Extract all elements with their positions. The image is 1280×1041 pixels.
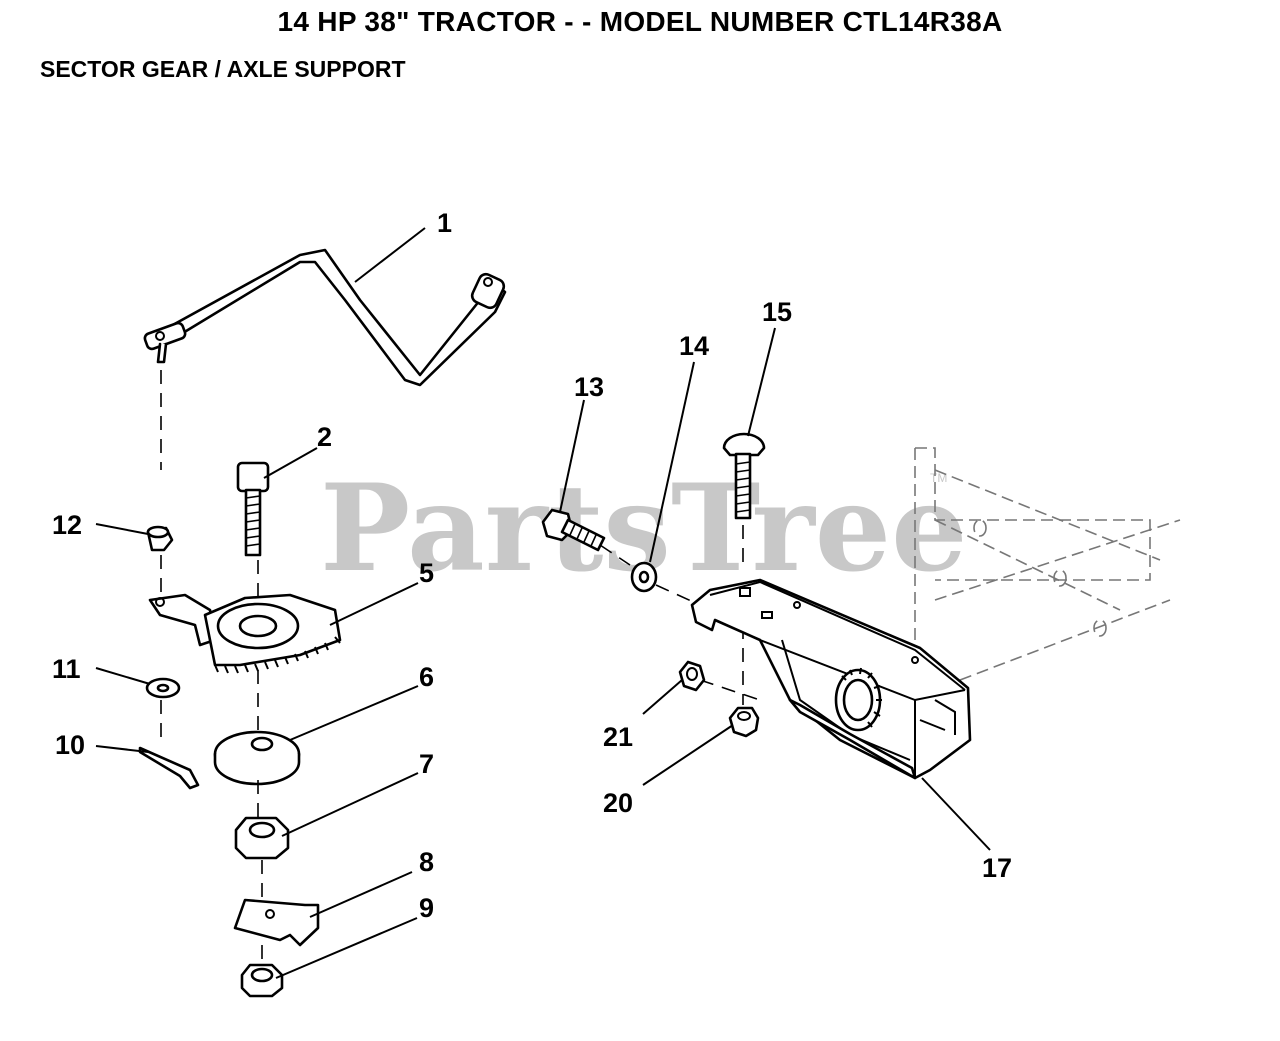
washer-part-14 bbox=[630, 561, 658, 593]
hex-nut-part-20 bbox=[728, 706, 760, 738]
callout-20: 20 bbox=[603, 788, 633, 818]
callout-15: 15 bbox=[762, 297, 792, 327]
hex-nut-part-9 bbox=[240, 963, 284, 998]
washer-part-11 bbox=[145, 677, 181, 699]
sector-gear-part-5 bbox=[148, 593, 342, 674]
callout-6: 6 bbox=[419, 662, 434, 692]
callout-2: 2 bbox=[317, 422, 332, 452]
callout-12: 12 bbox=[52, 510, 82, 540]
callout-5: 5 bbox=[419, 558, 434, 588]
page-title: 14 HP 38" TRACTOR - - MODEL NUMBER CTL14… bbox=[277, 6, 1003, 37]
callout-17: 17 bbox=[982, 853, 1012, 883]
lock-nut-part-12 bbox=[146, 525, 174, 552]
cotter-pin-part-10 bbox=[138, 746, 200, 790]
hex-bolt-part-13 bbox=[541, 508, 606, 552]
shoulder-bolt-part-2 bbox=[236, 461, 270, 557]
assembly-line-right-c bbox=[699, 679, 761, 701]
clip-part-8 bbox=[233, 898, 320, 947]
callout-9: 9 bbox=[419, 893, 434, 923]
callout-1: 1 bbox=[437, 208, 452, 238]
callout-14: 14 bbox=[679, 331, 709, 361]
drag-link-part-1 bbox=[143, 248, 507, 387]
callout-21: 21 bbox=[603, 722, 633, 752]
callout-10: 10 bbox=[55, 730, 85, 760]
assembly-line-right-a bbox=[599, 544, 701, 606]
hex-nut-part-7 bbox=[234, 816, 290, 860]
page-subtitle: SECTOR GEAR / AXLE SUPPORT bbox=[40, 56, 406, 82]
callout-7: 7 bbox=[419, 749, 434, 779]
callout-11: 11 bbox=[52, 654, 81, 684]
callout-13: 13 bbox=[574, 372, 604, 402]
axle-support-part-17 bbox=[690, 578, 972, 780]
leader-lines bbox=[95, 227, 991, 979]
assembly-line-center bbox=[257, 560, 263, 965]
flat-washer-part-6 bbox=[213, 730, 301, 786]
lock-nut-part-21 bbox=[678, 660, 706, 692]
callout-8: 8 bbox=[419, 847, 434, 877]
carriage-bolt-part-15 bbox=[722, 432, 766, 520]
